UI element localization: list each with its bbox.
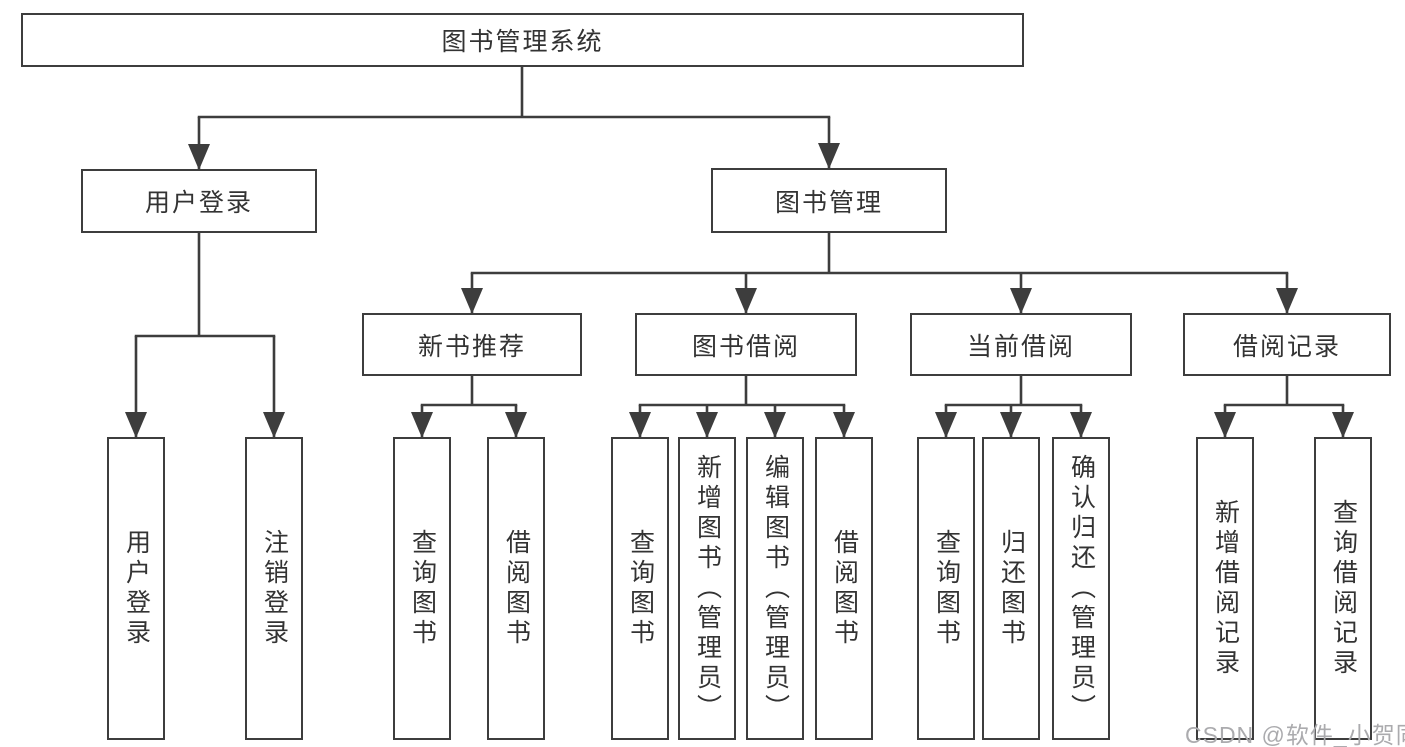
node-current-borrowing-label: 当前借阅 bbox=[966, 332, 1075, 361]
leaf-return-books-label: 归还图书 bbox=[997, 528, 1026, 649]
connector-borrowing-records-branch bbox=[1214, 376, 1354, 438]
leaf-borrow-books-recommendation: 借阅图书 bbox=[487, 437, 545, 740]
node-book-management: 图书管理 bbox=[711, 168, 947, 233]
node-new-book-recommendation-label: 新书推荐 bbox=[417, 332, 526, 361]
leaf-user-login-label: 用户登录 bbox=[122, 528, 151, 649]
leaf-query-books-recommendation: 查询图书 bbox=[393, 437, 451, 740]
leaf-add-borrow-record: 新增借阅记录 bbox=[1196, 437, 1254, 740]
leaf-add-book-admin-label: 新增图书（管理员） bbox=[693, 453, 722, 724]
node-root-system-label: 图书管理系统 bbox=[441, 28, 604, 56]
leaf-edit-book-admin-label: 编辑图书（管理员） bbox=[761, 453, 790, 724]
node-book-borrowing-label: 图书借阅 bbox=[691, 332, 800, 361]
connector-user-login-branch bbox=[125, 233, 285, 438]
connector-book-management-branch bbox=[461, 233, 1298, 314]
leaf-return-books: 归还图书 bbox=[982, 437, 1040, 740]
leaf-logout-login-label: 注销登录 bbox=[260, 528, 289, 649]
leaf-borrow-books-borrowing: 借阅图书 bbox=[815, 437, 873, 740]
leaf-query-borrow-record: 查询借阅记录 bbox=[1314, 437, 1372, 740]
node-current-borrowing: 当前借阅 bbox=[910, 313, 1132, 376]
leaf-confirm-return-admin-label: 确认归还（管理员） bbox=[1067, 453, 1096, 724]
node-user-login-label: 用户登录 bbox=[144, 189, 253, 217]
csdn-watermark: CSDN @软件_小贺同学 bbox=[1185, 722, 1405, 747]
leaf-user-login: 用户登录 bbox=[107, 437, 165, 740]
node-borrowing-records: 借阅记录 bbox=[1183, 313, 1391, 376]
connector-current-borrowing-branch bbox=[935, 376, 1092, 438]
leaf-query-borrow-record-label: 查询借阅记录 bbox=[1329, 498, 1358, 679]
node-root-system: 图书管理系统 bbox=[21, 13, 1024, 67]
leaf-logout-login: 注销登录 bbox=[245, 437, 303, 740]
node-borrowing-records-label: 借阅记录 bbox=[1232, 332, 1341, 361]
node-book-borrowing: 图书借阅 bbox=[635, 313, 857, 376]
node-new-book-recommendation: 新书推荐 bbox=[362, 313, 582, 376]
leaf-add-book-admin: 新增图书（管理员） bbox=[678, 437, 736, 740]
leaf-query-books-borrowing: 查询图书 bbox=[611, 437, 669, 740]
leaf-query-books-borrowing-label: 查询图书 bbox=[626, 528, 655, 649]
leaf-query-books-recommendation-label: 查询图书 bbox=[408, 528, 437, 649]
leaf-query-books-current-label: 查询图书 bbox=[932, 528, 961, 649]
leaf-borrow-books-borrowing-label: 借阅图书 bbox=[830, 528, 859, 649]
node-user-login: 用户登录 bbox=[81, 169, 317, 233]
leaf-edit-book-admin: 编辑图书（管理员） bbox=[746, 437, 804, 740]
connector-book-borrowing-branch bbox=[629, 376, 855, 438]
node-book-management-label: 图书管理 bbox=[774, 188, 883, 217]
leaf-add-borrow-record-label: 新增借阅记录 bbox=[1211, 498, 1240, 679]
connector-new-book-recommendation-branch bbox=[411, 376, 527, 438]
leaf-confirm-return-admin: 确认归还（管理员） bbox=[1052, 437, 1110, 740]
leaf-borrow-books-recommendation-label: 借阅图书 bbox=[502, 528, 531, 649]
connector-root-to-level2 bbox=[188, 67, 840, 170]
leaf-query-books-current: 查询图书 bbox=[917, 437, 975, 740]
